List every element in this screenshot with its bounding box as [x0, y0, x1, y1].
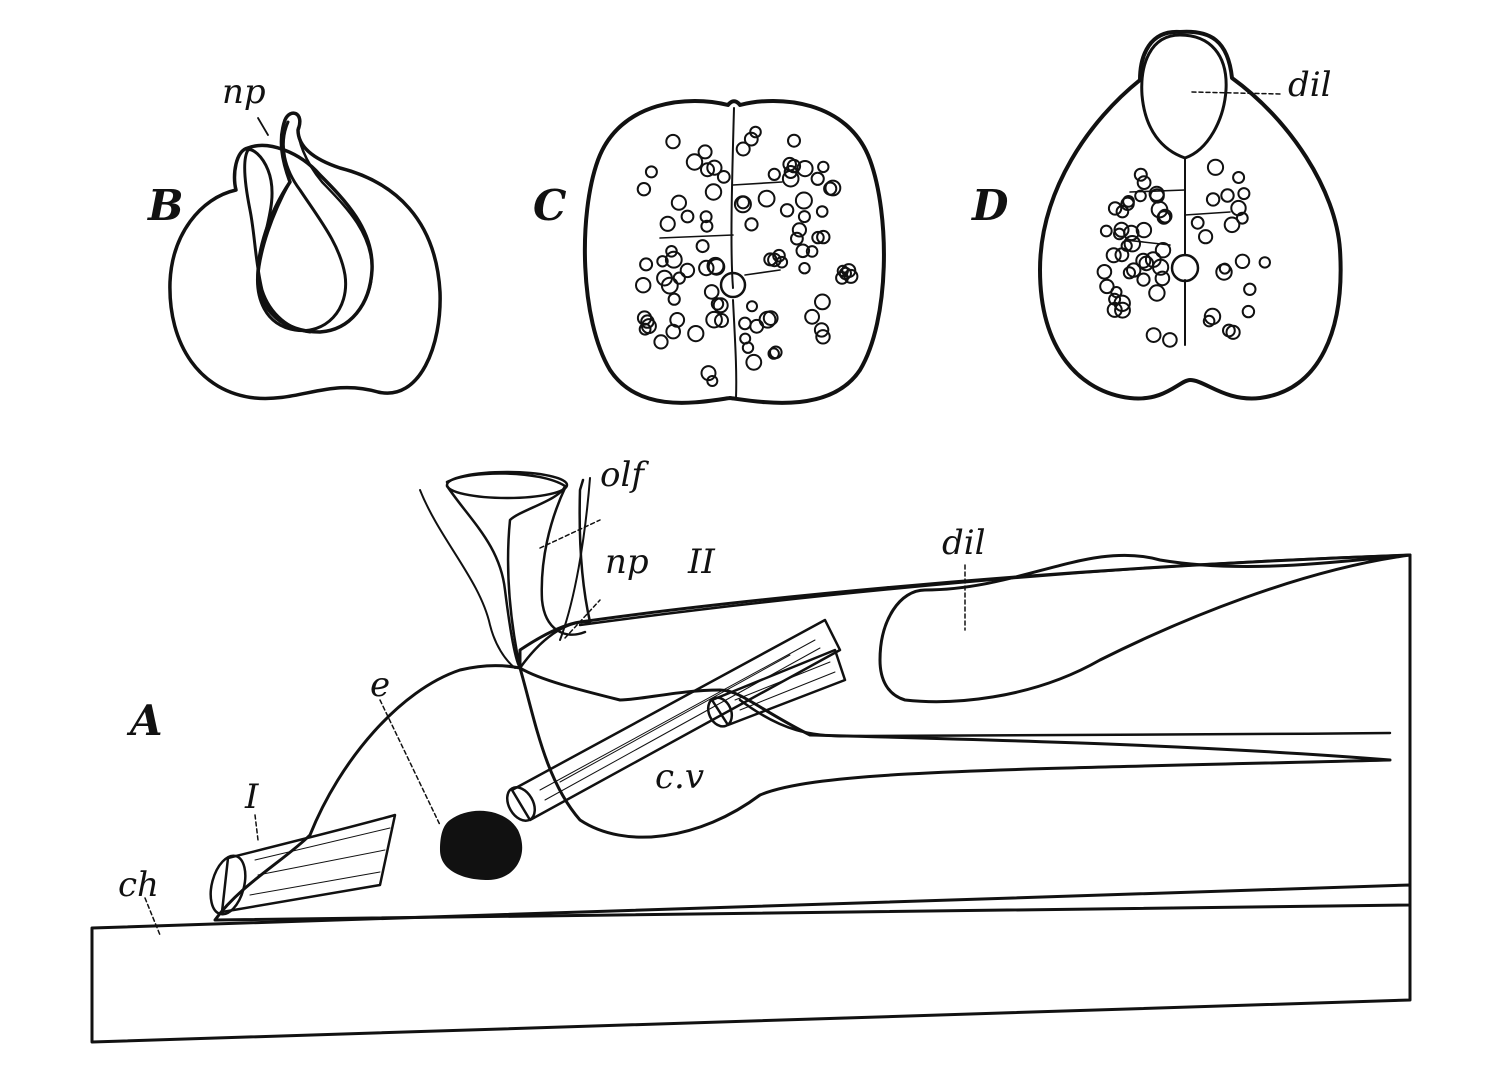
- cell-nucleus: [681, 264, 694, 277]
- nerve-i: [205, 815, 395, 918]
- cell-nucleus: [750, 320, 763, 333]
- cell-nucleus: [1163, 333, 1177, 347]
- cell-nucleus: [705, 285, 719, 299]
- cell-nucleus: [745, 218, 757, 230]
- a-dil-label: dil: [942, 526, 986, 560]
- cell-nucleus: [1107, 248, 1121, 262]
- cell-nucleus: [1124, 267, 1135, 278]
- panel-c-label: C: [533, 185, 566, 227]
- panel-b-section: [170, 113, 440, 398]
- cell-nucleus: [674, 273, 685, 284]
- cell-nucleus: [796, 193, 812, 209]
- cell-nucleus: [636, 278, 650, 292]
- panel-d-label: D: [972, 185, 1008, 227]
- cell-nucleus: [799, 211, 810, 222]
- cell-nucleus: [791, 233, 803, 245]
- cell-nucleus: [638, 311, 651, 324]
- cell-nucleus: [747, 301, 757, 311]
- cell-nucleus: [654, 335, 667, 348]
- cell-nucleus: [688, 326, 703, 341]
- cell-nucleus: [1192, 217, 1204, 229]
- a-e-label: e: [370, 668, 390, 702]
- cell-nucleus: [805, 310, 819, 324]
- a-i-label: I: [245, 780, 258, 814]
- cell-nucleus: [1207, 193, 1219, 205]
- cell-nucleus: [1243, 306, 1254, 317]
- cell-nucleus: [1244, 284, 1255, 295]
- cell-nucleus: [666, 325, 680, 339]
- cell-nucleus: [788, 135, 800, 147]
- cell-nucleus: [669, 294, 680, 305]
- b-np-label: np: [222, 75, 266, 109]
- panel-c-section: [585, 101, 884, 403]
- cell-nucleus: [1233, 172, 1244, 183]
- cell-nucleus: [699, 261, 713, 275]
- cell-nucleus: [737, 143, 750, 156]
- cell-nucleus: [1098, 265, 1112, 279]
- cell-nucleus: [646, 166, 657, 177]
- a-ch-label: ch: [118, 868, 159, 902]
- eye-spot: [440, 811, 522, 880]
- cell-nucleus: [815, 295, 830, 310]
- cell-nucleus: [697, 240, 709, 252]
- cell-nucleus: [638, 183, 650, 195]
- cell-nucleus: [1138, 176, 1151, 189]
- cell-nucleus: [1208, 160, 1223, 175]
- cell-nucleus: [661, 217, 675, 231]
- cell-nucleus: [799, 263, 809, 273]
- panel-a-section: [92, 472, 1410, 1042]
- a-cv-label: c.v: [655, 760, 704, 794]
- cell-nucleus: [1260, 257, 1270, 267]
- cell-nucleus: [1238, 188, 1249, 199]
- cell-nucleus: [759, 191, 775, 207]
- panel-b-label: B: [148, 185, 184, 227]
- cell-nucleus: [1101, 226, 1112, 237]
- cell-nucleus: [706, 184, 721, 199]
- cell-nucleus: [1156, 243, 1170, 257]
- cell-nucleus: [739, 318, 751, 330]
- cell-nucleus: [1199, 230, 1212, 243]
- cell-nucleus: [1135, 169, 1147, 181]
- d-dil-label: dil: [1288, 68, 1332, 102]
- cell-nucleus: [746, 355, 761, 370]
- cell-nucleus: [818, 162, 828, 172]
- cell-nucleus: [1100, 280, 1113, 293]
- a-olf-label: olf: [600, 458, 644, 492]
- cell-nucleus: [640, 258, 652, 270]
- cell-nucleus: [687, 154, 702, 169]
- cell-nucleus: [682, 211, 694, 223]
- cell-nucleus: [1109, 202, 1121, 214]
- cell-nucleus: [793, 223, 806, 236]
- cell-nucleus: [817, 206, 828, 217]
- cell-nucleus: [1236, 255, 1249, 268]
- cell-nucleus: [1149, 285, 1164, 300]
- cell-nucleus: [769, 169, 780, 180]
- cell-nucleus: [781, 204, 793, 216]
- cell-nucleus: [1221, 189, 1233, 201]
- cell-nucleus: [1147, 328, 1161, 342]
- cell-nucleus: [672, 196, 686, 210]
- cell-nucleus: [666, 135, 679, 148]
- cell-nucleus: [737, 197, 749, 209]
- panel-a-label: A: [130, 700, 163, 742]
- a-np-label: np: [605, 545, 649, 579]
- cell-nucleus: [743, 343, 753, 353]
- cell-nucleus: [1137, 274, 1149, 286]
- a-ii-label: II: [688, 545, 715, 579]
- cell-nucleus: [812, 173, 824, 185]
